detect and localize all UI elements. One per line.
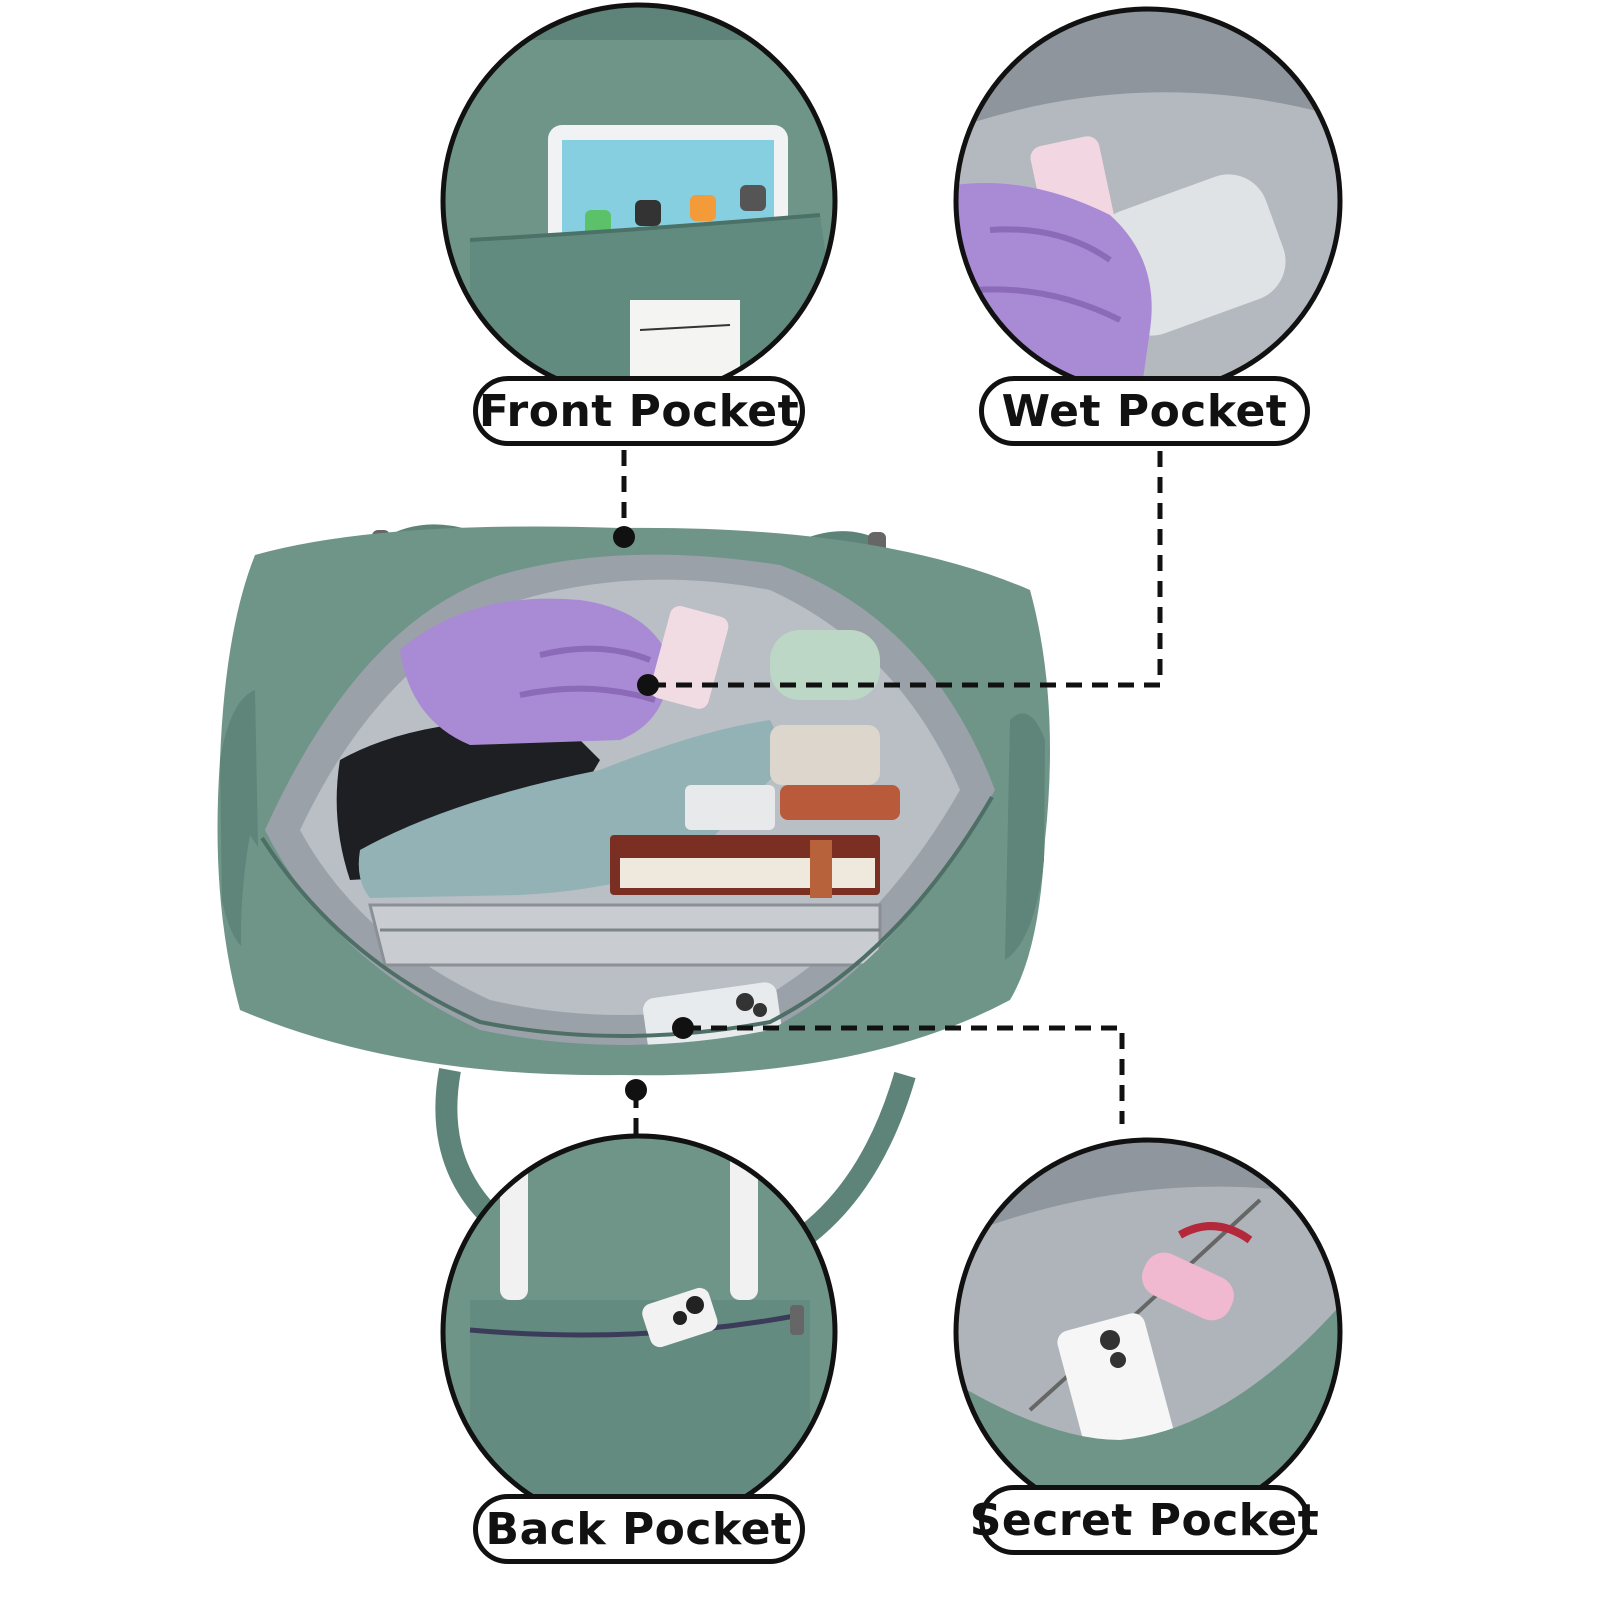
secret-pocket-detail [953, 1137, 1343, 1527]
front-pocket-label: Front Pocket [473, 376, 805, 446]
secret-pocket-label: Secret Pocket [970, 1485, 1319, 1555]
power-bank [685, 785, 775, 830]
green-bottle [770, 630, 880, 700]
notebook [610, 835, 880, 898]
wet-pocket-detail [953, 6, 1343, 396]
callout-dots [613, 526, 694, 1101]
red-wallet [780, 785, 900, 820]
purple-towel [400, 598, 670, 745]
laptop [368, 903, 882, 967]
back-pocket-detail [440, 1133, 838, 1531]
front-pocket-detail [440, 2, 838, 400]
back-pocket-label: Back Pocket [473, 1494, 805, 1564]
wet-pocket-label: Wet Pocket [979, 376, 1310, 446]
duffel-bag [217, 524, 1050, 1291]
beige-pouch [770, 725, 880, 785]
